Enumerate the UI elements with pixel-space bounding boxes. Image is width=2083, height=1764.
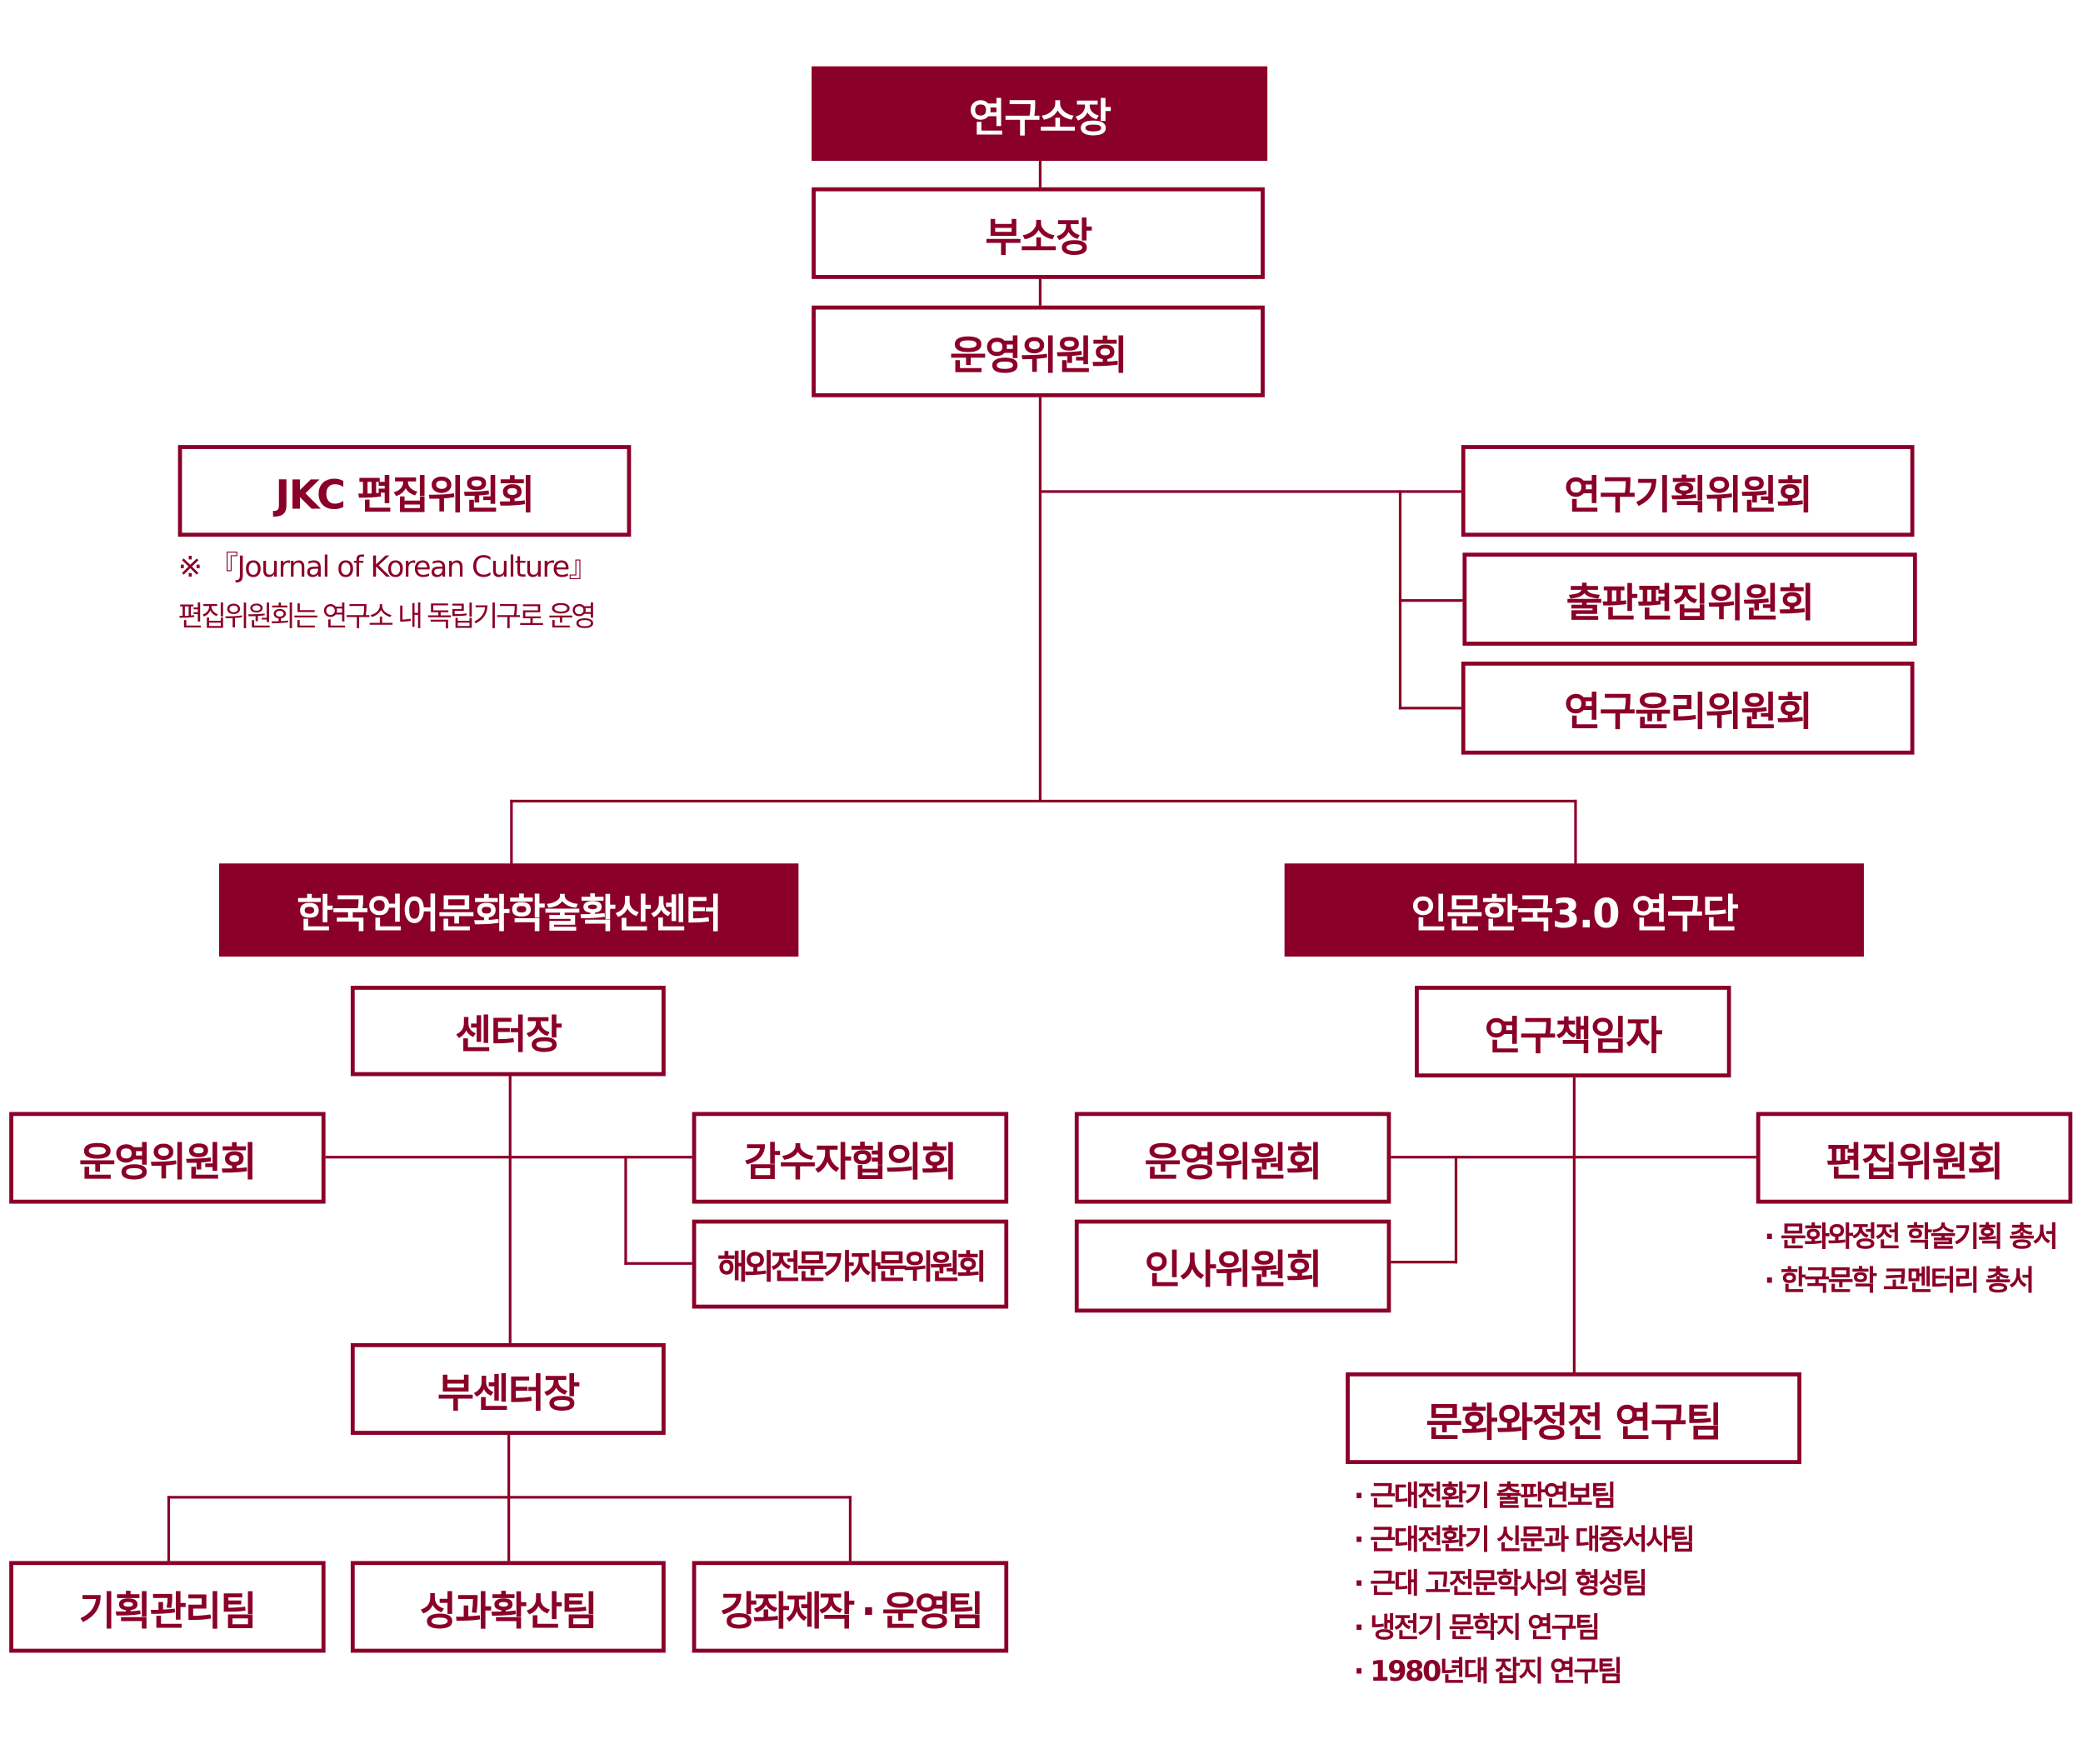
connector (1038, 160, 1042, 802)
center-vice-head-box: 부센터장 (350, 1342, 666, 1435)
connector (325, 1156, 692, 1159)
director-box: 연구소장 (812, 66, 1268, 161)
center-head-box: 센터장 (350, 986, 666, 1077)
jkc-committee-box: JKC 편집위원회 (177, 445, 632, 537)
connector (510, 799, 1577, 803)
jkc-note-line2: 편집위원회는 연구소 내 독립기구로 운영 (177, 600, 597, 632)
connector (508, 1076, 512, 1343)
research-item: · 근대전환기 신문과 대중서사팀 (1353, 1523, 1696, 1557)
dissemination-team-box: 성과확산팀 (350, 1561, 666, 1653)
connector (1391, 1261, 1458, 1264)
connector (1572, 1077, 1576, 1373)
publishing-committee-box: 출판편집위원회 (1462, 552, 1917, 646)
connector (510, 799, 513, 864)
research-ethics-committee-box: 연구윤리위원회 (1461, 662, 1915, 755)
research-item: · 근대전환기 출판연보팀 (1353, 1480, 1616, 1512)
connector (1398, 599, 1463, 602)
connector (167, 1496, 852, 1499)
jkc-note-line1: ※ 『Journal of Korean Culture』 (177, 551, 598, 585)
connector (1454, 1156, 1458, 1264)
center-steering-box: 운영위원회 (9, 1112, 326, 1204)
connector (624, 1262, 692, 1265)
steering-committee-box: 운영위원회 (812, 305, 1265, 397)
center-title-box: 한국언어문화학술확산센터 (219, 863, 799, 957)
connector (1398, 707, 1463, 710)
connector (848, 1496, 852, 1562)
connector (624, 1156, 627, 1265)
connector (167, 1496, 171, 1562)
connector (1391, 1156, 1758, 1159)
connector (1040, 490, 1463, 493)
research-item: · 근대 고전문학사의 형성팀 (1353, 1567, 1648, 1600)
hk-editorial-box: 편집위원회 (1756, 1112, 2073, 1204)
hk-lead-box: 연구책임자 (1415, 986, 1731, 1078)
research-planning-committee-box: 연구기획위원회 (1461, 445, 1915, 537)
editorial-item: · 문화와정전 학술기획 총서 (1764, 1221, 2058, 1253)
research-team-box: 문화와정전 연구팀 (1346, 1372, 1802, 1465)
vice-director-box: 부소장 (812, 187, 1265, 279)
hk-steering-box: 운영위원회 (1074, 1112, 1391, 1204)
review-council-box: 감수자협의회 (692, 1112, 1009, 1204)
research-item: · 1980년대 잡지 연구팀 (1353, 1655, 1623, 1687)
hk-personnel-box: 인사위원회 (1074, 1219, 1391, 1313)
connector (1574, 799, 1577, 864)
research-item: · 냉전기 문학지 연구팀 (1353, 1612, 1601, 1644)
hk-title-box: 인문한국3.0 연구단 (1284, 863, 1864, 957)
overseas-advisory-box: 해외전문가자문위원회 (692, 1219, 1009, 1309)
planning-team-box: 기획관리팀 (9, 1561, 326, 1653)
lecture-team-box: 강좌제작 · 운영팀 (692, 1561, 1009, 1653)
editorial-item: · 한국문학 코멘터리 총서 (1764, 1264, 2035, 1297)
